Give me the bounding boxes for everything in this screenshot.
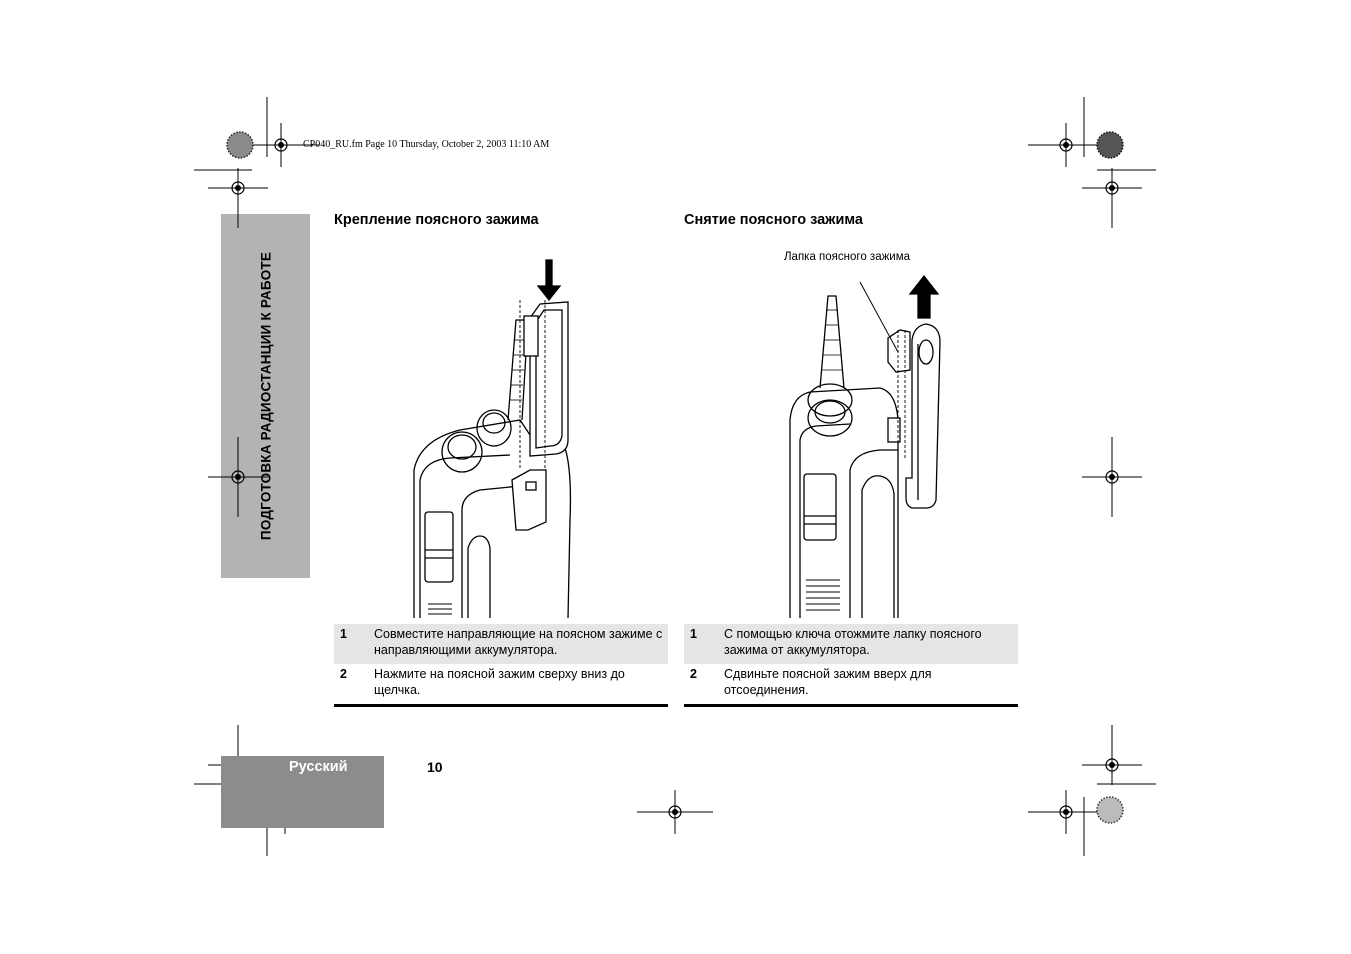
step-text: С помощью ключа отожмите лапку поясного …	[720, 624, 1018, 664]
left-bottom-rule	[334, 704, 668, 707]
table-row: 1 С помощью ключа отожмите лапку поясног…	[684, 624, 1018, 664]
right-heading: Снятие поясного зажима	[684, 212, 863, 228]
remove-steps-table: 1 С помощью ключа отожмите лапку поясног…	[684, 624, 1018, 704]
registration-marks	[208, 123, 1142, 834]
step-text: Нажмите на поясной зажим сверху вниз до …	[374, 667, 625, 697]
clip-tab-callout: Лапка поясного зажима	[784, 251, 911, 263]
attach-steps-table: 1 Совместите направляющие на поясном заж…	[334, 624, 668, 704]
step-text: Совместите направляющие на поясном зажим…	[370, 624, 668, 664]
left-heading: Крепление поясного зажима	[334, 212, 539, 228]
language-label: Русский	[289, 759, 348, 775]
file-slug: CP040_RU.fm Page 10 Thursday, October 2,…	[303, 139, 550, 150]
table-row: 2 Сдвиньте поясной зажим вверх для отсое…	[684, 664, 1018, 704]
crop-marks	[194, 97, 1156, 856]
step-number: 1	[334, 624, 370, 664]
attach-clip-illustration	[413, 259, 572, 619]
step-text: Сдвиньте поясной зажим вверх для отсоеди…	[724, 667, 932, 697]
page-number: 10	[427, 759, 443, 775]
remove-clip-illustration	[789, 274, 941, 618]
table-row: 1 Совместите направляющие на поясном заж…	[334, 624, 668, 664]
language-tab: Русский	[221, 756, 384, 828]
right-bottom-rule	[684, 704, 1018, 707]
step-number: 2	[690, 667, 697, 681]
color-targets	[226, 131, 1124, 824]
side-section-tab: ПОДГОТОВКА РАДИОСТАНЦИИ К РАБОТЕ	[221, 214, 310, 578]
table-row: 2 Нажмите на поясной зажим сверху вниз д…	[334, 664, 668, 704]
step-number: 1	[684, 624, 720, 664]
step-number: 2	[340, 667, 347, 681]
